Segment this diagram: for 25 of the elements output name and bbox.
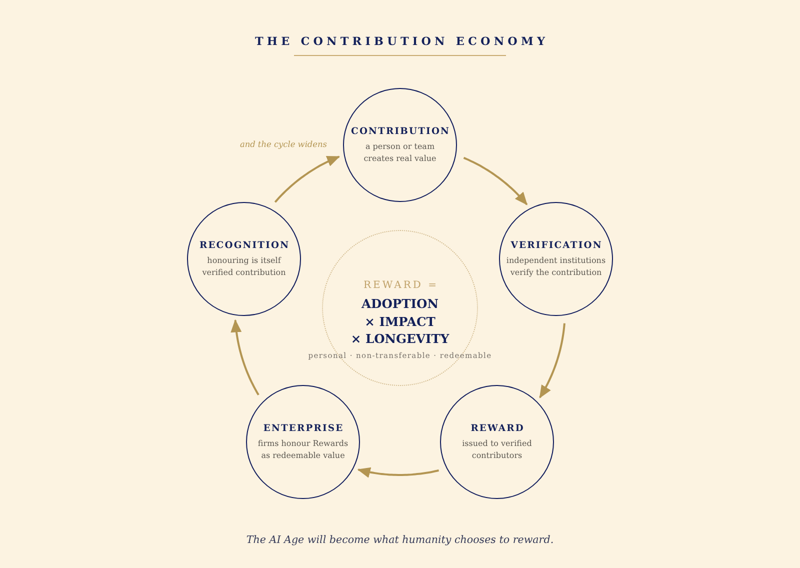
stage-circle — [499, 202, 613, 316]
stage-circle — [343, 88, 457, 202]
cycle-arrow — [539, 323, 566, 398]
stage-circle — [440, 385, 554, 499]
stage-title: REWARD — [470, 423, 524, 434]
cycle-arrow — [274, 156, 340, 203]
stage-title: CONTRIBUTION — [350, 126, 450, 138]
formula-label: REWARD = — [362, 280, 438, 292]
stage-description: honouring is itself verified contribution — [201, 255, 287, 278]
stage-description: issued to verified contributors — [461, 438, 533, 461]
stage-circle — [246, 385, 360, 499]
stage-description: a person or team creates real value — [362, 141, 438, 164]
cycle-arrow — [357, 467, 439, 478]
cycle-arrow — [463, 156, 528, 206]
formula-text: ADOPTION × IMPACT × LONGEVITY — [350, 295, 450, 348]
stage-description: independent institutions verify the contribution — [505, 255, 607, 278]
stage-circle — [187, 202, 301, 316]
stage-description: firms honour Rewards as redeemable value — [256, 438, 350, 461]
diagram-title: THE CONTRIBUTION ECONOMY — [254, 35, 549, 48]
stage-title: RECOGNITION — [198, 240, 290, 252]
stage-title: VERIFICATION — [510, 240, 602, 252]
stage-title: ENTERPRISE — [262, 423, 344, 434]
caption: The AI Age will become what humanity chooses to reward. — [246, 534, 554, 546]
edge-label: and the cycle widens — [238, 140, 328, 150]
cycle-arrow — [230, 319, 260, 396]
